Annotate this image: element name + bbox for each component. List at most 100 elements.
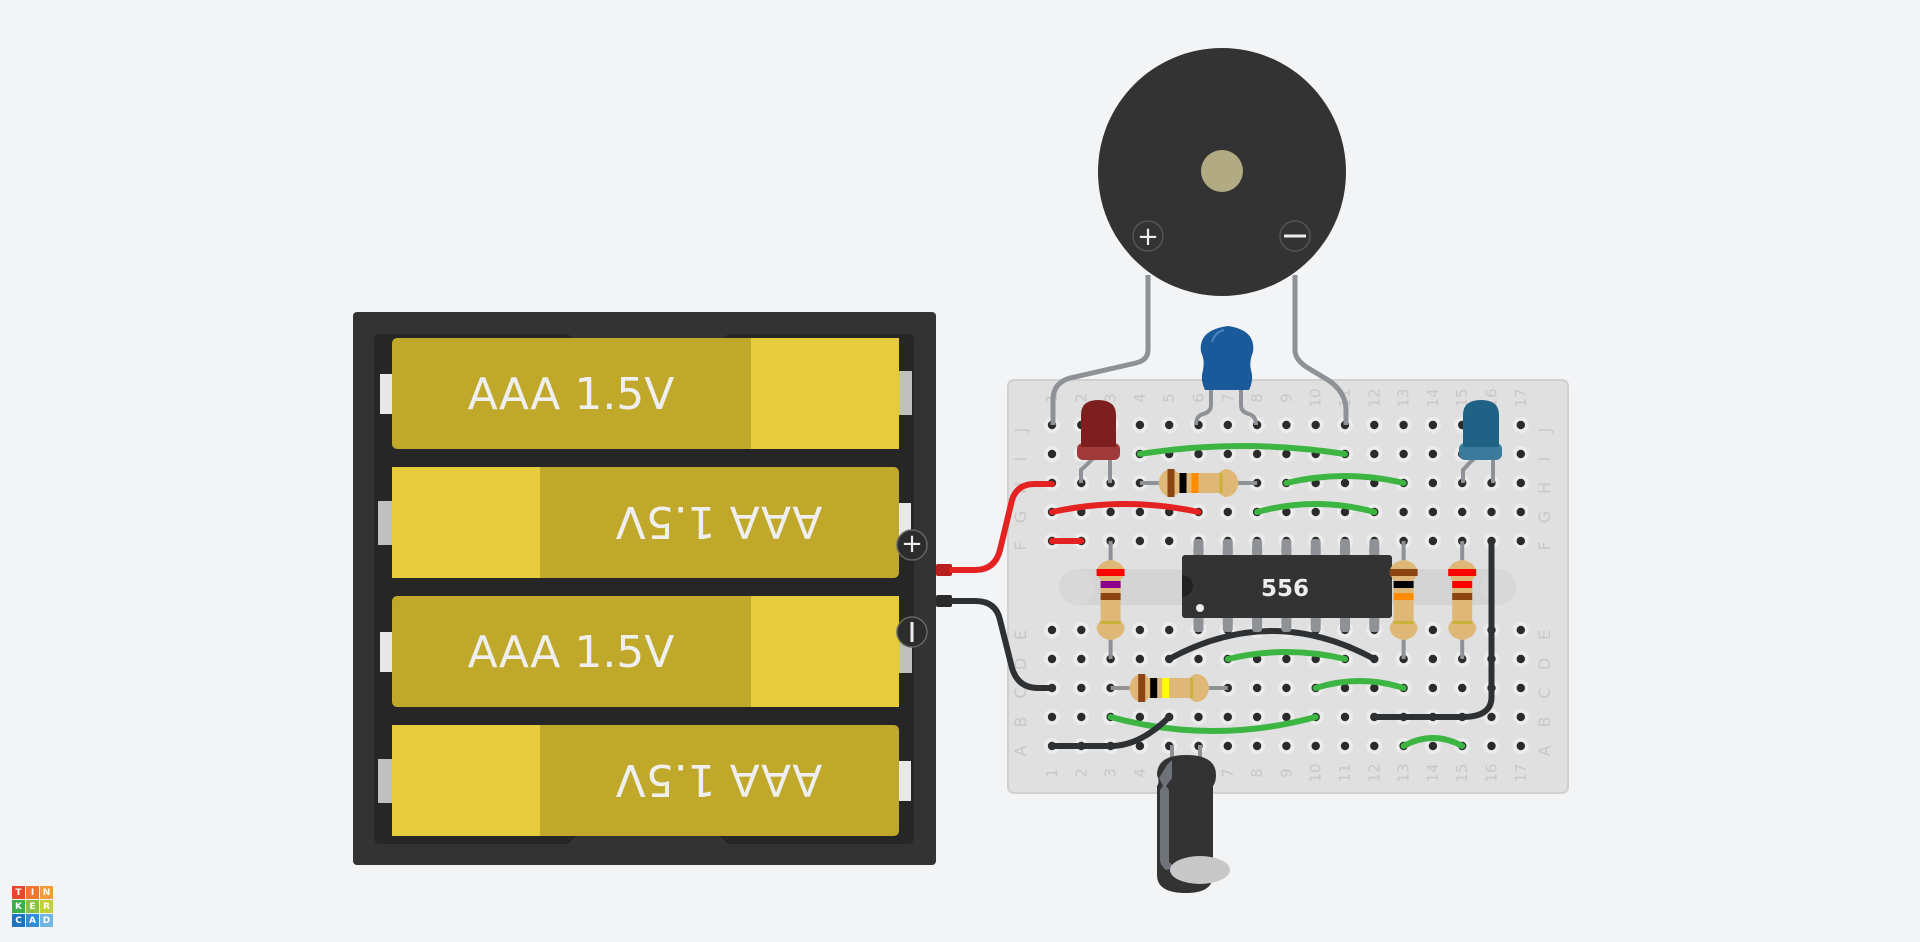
breadboard-hole[interactable]	[1370, 420, 1379, 430]
breadboard-hole[interactable]	[1428, 536, 1438, 546]
breadboard-hole[interactable]	[1370, 683, 1379, 693]
breadboard-hole[interactable]	[1282, 683, 1291, 693]
breadboard-hole[interactable]	[1252, 683, 1262, 693]
wire-green[interactable]	[1283, 473, 1407, 486]
breadboard-hole[interactable]	[1428, 420, 1438, 430]
blue-led[interactable]	[1459, 400, 1502, 483]
breadboard-hole[interactable]	[1487, 712, 1496, 722]
breadboard-hole[interactable]	[1428, 654, 1438, 664]
breadboard-hole[interactable]	[1516, 478, 1526, 488]
battery-positive-terminal[interactable]: +	[896, 529, 928, 561]
breadboard-hole[interactable]	[1047, 654, 1057, 664]
breadboard-hole[interactable]	[1223, 507, 1233, 517]
breadboard-hole[interactable]	[1223, 712, 1233, 722]
breadboard-hole[interactable]	[1516, 507, 1526, 517]
breadboard-hole[interactable]	[1458, 683, 1467, 693]
breadboard-hole[interactable]	[1340, 478, 1350, 488]
wire-green[interactable]	[1136, 443, 1348, 457]
breadboard-hole[interactable]	[1399, 507, 1408, 517]
breadboard-hole[interactable]	[1135, 507, 1145, 517]
breadboard-hole[interactable]	[1223, 449, 1233, 459]
breadboard-hole[interactable]	[1223, 741, 1233, 751]
breadboard-hole[interactable]	[1340, 507, 1350, 517]
battery-cell[interactable]: AAA 1.5V	[378, 725, 911, 836]
breadboard-hole[interactable]	[1047, 712, 1057, 722]
wire-red[interactable]	[1049, 501, 1202, 515]
wire-black-ground[interactable]	[949, 598, 1055, 691]
breadboard-hole[interactable]	[1370, 741, 1379, 751]
breadboard-hole[interactable]	[1428, 683, 1438, 693]
breadboard-hole[interactable]	[1252, 449, 1262, 459]
breadboard-hole[interactable]	[1047, 625, 1057, 635]
breadboard-hole[interactable]	[1165, 625, 1174, 635]
breadboard-hole[interactable]	[1399, 420, 1408, 430]
battery-cell[interactable]: AAA 1.5V	[380, 338, 912, 449]
wire-green[interactable]	[1107, 714, 1319, 734]
breadboard-hole[interactable]	[1428, 449, 1438, 459]
breadboard-hole[interactable]	[1487, 741, 1496, 751]
breadboard-hole[interactable]	[1516, 654, 1526, 664]
breadboard-hole[interactable]	[1516, 712, 1526, 722]
breadboard-hole[interactable]	[1428, 478, 1438, 488]
battery-negative-terminal[interactable]	[896, 616, 928, 648]
breadboard-hole[interactable]	[1487, 507, 1496, 517]
breadboard-hole[interactable]	[1135, 536, 1145, 546]
wire-red-power[interactable]	[949, 481, 1055, 573]
breadboard-hole[interactable]	[1252, 478, 1262, 488]
breadboard-hole[interactable]	[1106, 507, 1115, 517]
breadboard-hole[interactable]	[1194, 654, 1203, 664]
breadboard-hole[interactable]	[1340, 741, 1350, 751]
electrolytic-capacitor[interactable]	[1157, 745, 1230, 893]
breadboard-hole[interactable]	[1282, 741, 1291, 751]
breadboard-hole[interactable]	[1458, 507, 1467, 517]
breadboard-hole[interactable]	[1282, 420, 1291, 430]
breadboard-hole[interactable]	[1135, 625, 1145, 635]
piezo-buzzer[interactable]: +	[1098, 48, 1346, 296]
breadboard-hole[interactable]	[1516, 625, 1526, 635]
resistor-h-bottom[interactable]	[1110, 674, 1228, 702]
breadboard-hole[interactable]	[1282, 712, 1291, 722]
breadboard-hole[interactable]	[1516, 683, 1526, 693]
breadboard-hole[interactable]	[1135, 712, 1145, 722]
breadboard-hole[interactable]	[1194, 712, 1203, 722]
red-led[interactable]	[1077, 400, 1120, 483]
breadboard-hole[interactable]	[1135, 741, 1145, 751]
wire-green[interactable]	[1224, 649, 1348, 662]
breadboard-hole[interactable]	[1311, 420, 1320, 430]
breadboard-hole[interactable]	[1311, 741, 1320, 751]
resistor-v-right2[interactable]	[1448, 541, 1477, 659]
wire-black[interactable]	[1166, 628, 1378, 662]
breadboard-hole[interactable]	[1223, 420, 1233, 430]
breadboard-hole[interactable]	[1282, 654, 1291, 664]
wire-green[interactable]	[1254, 501, 1378, 515]
breadboard-hole[interactable]	[1516, 536, 1526, 546]
breadboard-hole[interactable]	[1370, 449, 1379, 459]
breadboard-hole[interactable]	[1282, 507, 1291, 517]
wire-green[interactable]	[1312, 678, 1407, 691]
breadboard-hole[interactable]	[1135, 654, 1145, 664]
breadboard-hole[interactable]	[1165, 536, 1174, 546]
battery-cell[interactable]: AAA 1.5V	[380, 596, 912, 707]
battery-pack[interactable]: AAA 1.5V AAA 1.5V AAA 1.5V AAA 1.5V +	[353, 312, 952, 865]
breadboard-hole[interactable]	[1252, 712, 1262, 722]
breadboard-hole[interactable]	[1516, 741, 1526, 751]
breadboard-hole[interactable]	[1194, 449, 1203, 459]
breadboard-hole[interactable]	[1165, 420, 1174, 430]
breadboard-hole[interactable]	[1340, 683, 1350, 693]
breadboard-hole[interactable]	[1340, 712, 1350, 722]
wire-green[interactable]	[1400, 735, 1466, 749]
resistor-h-top[interactable]	[1139, 469, 1258, 497]
breadboard-hole[interactable]	[1516, 449, 1526, 459]
breadboard-hole[interactable]	[1047, 449, 1057, 459]
battery-cell[interactable]: AAA 1.5V	[378, 467, 911, 578]
breadboard-hole[interactable]	[1077, 654, 1086, 664]
breadboard-hole[interactable]	[1252, 741, 1262, 751]
breadboard-hole[interactable]	[1135, 420, 1145, 430]
ceramic-capacitor[interactable]	[1194, 326, 1258, 426]
ic-556[interactable]: 556	[1182, 539, 1392, 632]
breadboard-hole[interactable]	[1282, 449, 1291, 459]
breadboard-hole[interactable]	[1077, 625, 1086, 635]
resistor-v-right1[interactable]	[1389, 541, 1418, 659]
breadboard-hole[interactable]	[1428, 741, 1438, 751]
